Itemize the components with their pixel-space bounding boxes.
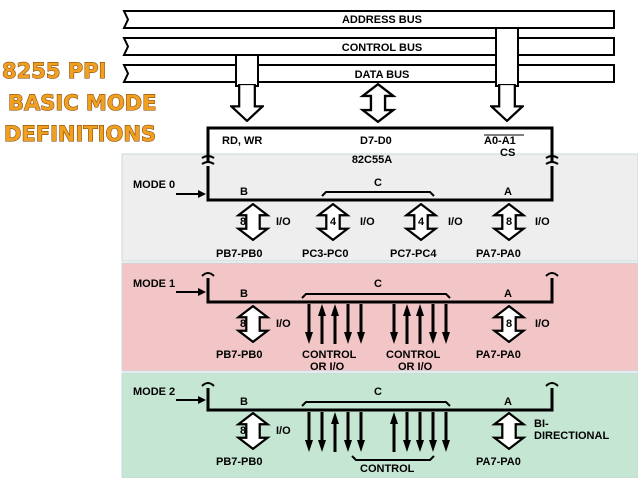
data-bus-arrow	[361, 83, 395, 123]
mode1-pb: PB7-PB0	[216, 349, 262, 361]
address-bus-label: ADDRESS BUS	[342, 14, 422, 26]
mode2-group: MODE 2 B C A 8 I/O PB7-PB0 CONTROL BI- D…	[133, 382, 609, 475]
a0-a1-label: A0-A1	[484, 135, 516, 147]
mode1-control-1: CONTROL	[302, 349, 357, 361]
mode1-b-width: 8	[240, 318, 246, 330]
mode1-port-a: A	[504, 288, 512, 300]
slide-title: 8255 PPI BASIC MODE DEFINITIONS	[2, 59, 157, 147]
title-line-1: 8255 PPI	[2, 59, 106, 83]
mode2-b-width: 8	[240, 425, 246, 437]
mode0-label: MODE 0	[133, 179, 175, 191]
mode1-or-io-1: OR I/O	[310, 361, 345, 373]
chip-name: 82C55A	[352, 154, 392, 166]
mode0-b-width: 8	[240, 216, 246, 228]
rd-wr-label: RD, WR	[222, 135, 262, 147]
mode0-clow-width: 4	[330, 216, 337, 228]
title-line-3: DEFINITIONS	[4, 122, 156, 146]
bus-connectors	[235, 27, 519, 87]
chip-82c55a: RD, WR D7-D0 A0-A1 CS 82C55A	[201, 126, 559, 166]
mode0-pc-high: PC7-PC4	[390, 248, 437, 260]
mode1-label: MODE 1	[133, 278, 175, 290]
mode2-pa: PA7-PA0	[476, 456, 521, 468]
mode0-b-io: I/O	[276, 216, 291, 228]
mode0-pb: PB7-PB0	[216, 248, 262, 260]
mode2-b-io: I/O	[276, 425, 291, 437]
control-bus-label: CONTROL BUS	[342, 42, 422, 54]
mode1-a-io: I/O	[535, 318, 550, 330]
rd-wr-arrow	[230, 84, 264, 122]
mode2-bi: BI-	[534, 418, 549, 430]
address-arrow	[490, 84, 524, 122]
mode0-chigh-io: I/O	[448, 216, 463, 228]
mode0-group: MODE 0 B C A 8 I/O PB7-PB0 4 I/O PC3-PC0…	[133, 166, 554, 260]
mode2-label: MODE 2	[133, 386, 175, 398]
address-bus: ADDRESS BUS	[122, 10, 615, 29]
mode0-clow-io: I/O	[360, 216, 375, 228]
mode2-port-a: A	[504, 396, 512, 408]
title-line-2: BASIC MODE	[8, 91, 156, 115]
cs-label: CS	[500, 147, 515, 159]
mode1-port-c: C	[374, 278, 382, 290]
mode0-pc-low: PC3-PC0	[302, 248, 348, 260]
mode0-port-a: A	[504, 186, 512, 198]
control-bus: CONTROL BUS	[122, 37, 615, 56]
mode1-b-io: I/O	[276, 318, 291, 330]
mode2-pb: PB7-PB0	[216, 456, 262, 468]
mode0-port-b: B	[240, 186, 248, 198]
mode1-a-width: 8	[506, 318, 512, 330]
mode1-port-b: B	[240, 288, 248, 300]
mode1-pa: PA7-PA0	[476, 349, 521, 361]
mode1-group: MODE 1 B C A 8 I/O PB7-PB0 CONTROL OR I/…	[133, 272, 559, 373]
data-bus-label: DATA BUS	[355, 69, 410, 81]
mode1-control-2: CONTROL	[386, 349, 441, 361]
mode0-port-c: C	[374, 177, 382, 189]
mode2-control: CONTROL	[360, 463, 415, 475]
mode1-or-io-2: OR I/O	[398, 361, 433, 373]
data-bus: DATA BUS	[122, 64, 615, 83]
mode2-port-c: C	[374, 386, 382, 398]
d7-d0-label: D7-D0	[360, 135, 392, 147]
mode0-panel	[121, 153, 638, 262]
mode0-chigh-width: 4	[418, 216, 425, 228]
mode2-port-b: B	[240, 396, 248, 408]
mode0-a-width: 8	[506, 216, 512, 228]
mode2-directional: DIRECTIONAL	[534, 430, 609, 442]
mode0-a-io: I/O	[535, 216, 550, 228]
mode0-pa: PA7-PA0	[476, 248, 521, 260]
